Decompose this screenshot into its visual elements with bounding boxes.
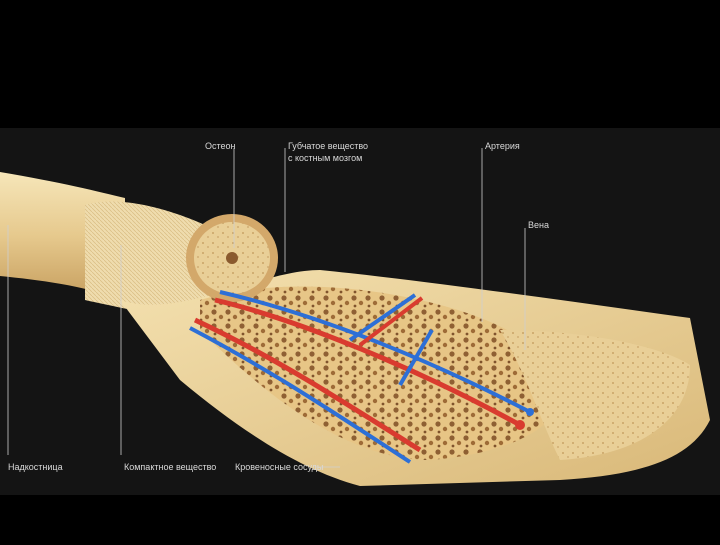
leader-lines [7,148,526,468]
blood-vessels [189,290,534,464]
osteon-canal [226,252,238,264]
label-periosteum: Надкостница [8,462,63,472]
label-vein: Вена [528,220,549,230]
label-blood-vessels: Кровеносные сосуды [235,462,324,472]
label-compact-bone: Компактное вещество [124,462,217,472]
label-spongy-bone-sub: с костным мозгом [288,153,363,163]
label-osteon: Остеон [205,141,236,151]
compact-bone-layer [85,201,220,330]
bone-cavity-wall [500,330,690,460]
label-artery: Артерия [485,141,520,151]
label-spongy-bone: Губчатое вещество [288,141,369,151]
spongy-bone [200,286,560,460]
